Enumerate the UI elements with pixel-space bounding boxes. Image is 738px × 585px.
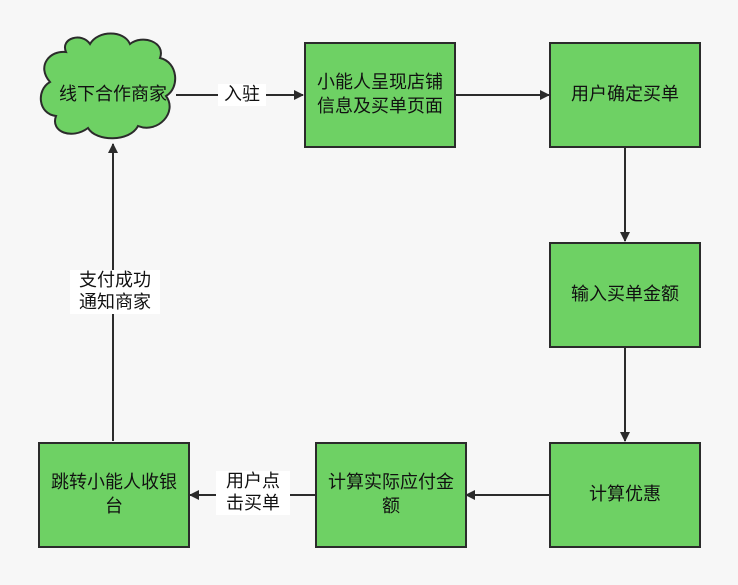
edge-label-settle-in-text: 入驻 [224,84,260,105]
node-input-amount: 输入买单金额 [549,242,701,348]
node-show-store-info: 小能人呈现店铺信息及买单页面 [304,42,456,148]
edge-label-settle-in: 入驻 [218,84,266,106]
node-user-confirm-label: 用户确定买单 [571,84,679,105]
node-calc-discount-label: 计算优惠 [589,484,661,505]
node-offline-merchant-label: 线下合作商家 [59,84,167,105]
node-show-store-info-label: 小能人呈现店铺信息及买单页面 [317,72,443,117]
node-jump-cashier-label: 跳转小能人收银台 [51,472,177,517]
edge-label-pay-success-notify-text: 支付成功通知商家 [79,270,151,313]
edge-label-user-click-buy-text: 用户点击买单 [226,471,280,514]
node-calc-actual: 计算实际应付金额 [315,442,467,548]
node-calc-discount: 计算优惠 [549,442,701,548]
node-offline-merchant: 线下合作商家 [58,62,168,128]
node-calc-actual-label: 计算实际应付金额 [328,472,454,517]
node-user-confirm: 用户确定买单 [549,42,701,148]
node-jump-cashier: 跳转小能人收银台 [38,442,190,548]
edge-label-user-click-buy: 用户点击买单 [216,471,290,515]
node-input-amount-label: 输入买单金额 [571,284,679,305]
cloud-shape [40,32,176,140]
edge-label-pay-success-notify: 支付成功通知商家 [70,270,160,314]
